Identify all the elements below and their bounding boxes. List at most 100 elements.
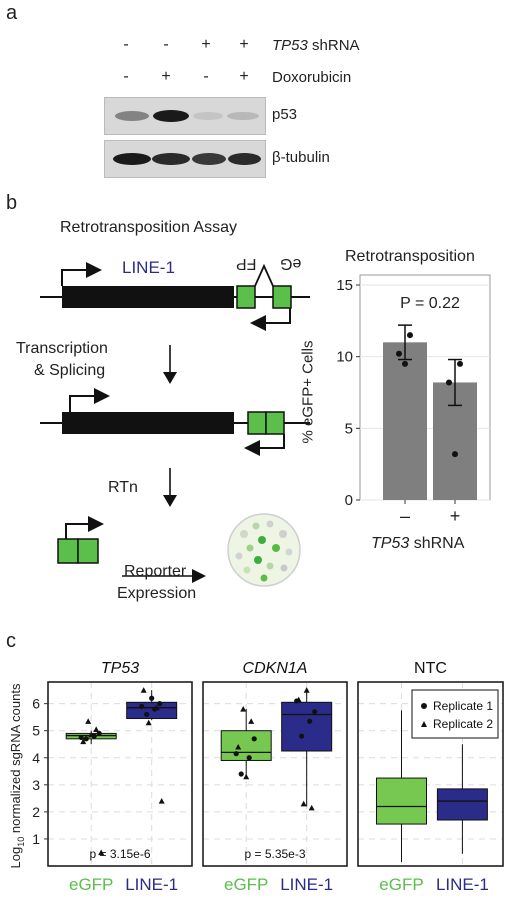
replicate-2-point (240, 706, 247, 712)
y-tick-label: 15 (336, 277, 353, 294)
y-tick-label: 10 (336, 349, 353, 366)
bar-xlabel-gene: TP53 (371, 535, 410, 552)
arrowhead (163, 495, 177, 507)
tubulin-blot (104, 140, 266, 178)
doxorubicin-label: Doxorubicin (272, 69, 352, 86)
facet-title: CDKN1A (243, 660, 308, 677)
legend-box (411, 689, 499, 739)
replicate-1-point (299, 733, 305, 739)
y-tick-label: 6 (32, 696, 40, 712)
replicate-2-point (158, 798, 165, 804)
box (220, 730, 272, 761)
y-tick-label: 0 (345, 492, 353, 509)
row1-signs: - - + + (114, 36, 254, 56)
line1-label: LINE-1 (122, 258, 175, 277)
replicate-2-point (88, 731, 95, 738)
replicate-1-point (78, 734, 84, 741)
gfp-promoter-arrow (258, 434, 285, 449)
bar-chart-title: Retrotransposition (345, 248, 475, 265)
reporter-gene (77, 538, 99, 564)
replicate-2-point (93, 726, 100, 732)
box (281, 701, 333, 752)
legend-replicate-2-marker (421, 721, 427, 727)
arrowhead (94, 388, 110, 404)
y-tick-label: 3 (32, 777, 40, 793)
x-category-label: LINE-1 (280, 875, 333, 894)
gfp-promoter-arrow (264, 308, 291, 324)
assay-title: Retrotransposition Assay (60, 219, 237, 236)
p-value: p = 5.35e-3 (244, 847, 305, 861)
replicate-1-point (233, 751, 239, 757)
line1-element (62, 412, 234, 434)
panel-b-letter: b (6, 192, 18, 214)
blot-band (228, 153, 261, 165)
row2-signs: - + - + (114, 68, 254, 88)
row1-label: TP53 shRNA (272, 37, 360, 54)
replicate-1-point (251, 736, 257, 742)
promoter-arrow (65, 523, 90, 539)
x-category-label: eGFP (379, 875, 423, 894)
data-point (452, 451, 458, 458)
legend-replicate-1-marker (421, 703, 427, 709)
panel-a-letter: a (6, 2, 18, 24)
row2-sign: - (203, 68, 209, 85)
replicate-1-point (144, 711, 150, 718)
arrowhead (163, 372, 177, 384)
replicate-2-point (80, 738, 87, 745)
replicate-2-point (85, 718, 92, 724)
x-tick-label: + (450, 506, 461, 526)
replicate-1-point (312, 709, 318, 715)
x-category-label: eGFP (69, 875, 113, 894)
x-category-label: LINE-1 (125, 875, 178, 894)
replicate-2-point (300, 800, 307, 807)
replicate-1-point (149, 695, 155, 701)
cells (235, 520, 293, 582)
blot-band (115, 111, 149, 121)
box (436, 788, 488, 821)
row1-sign: + (201, 36, 211, 53)
splicing-label: & Splicing (34, 362, 106, 379)
arrowhead (244, 440, 260, 456)
gfp-exon (236, 285, 256, 309)
legend-replicate-2-label: Replicate 2 (433, 717, 493, 731)
y-tick-label: 1 (32, 831, 40, 847)
gfp-exon (265, 411, 285, 435)
data-point (457, 360, 463, 367)
bar-chart-xlabel: TP53 shRNA (371, 535, 464, 553)
arrowhead (250, 315, 266, 331)
rtn-label: RTn (108, 479, 138, 496)
replicate-2-point (235, 743, 242, 750)
facet-border (357, 681, 504, 867)
blot-band (152, 153, 190, 165)
shrna-label: shRNA (307, 37, 360, 54)
reporter-gene (57, 538, 79, 564)
arrowhead (192, 569, 206, 583)
bar-xlabel-rest: shRNA (409, 535, 465, 552)
replicate-2-point (243, 773, 250, 780)
facet-title: NTC (414, 660, 447, 677)
replicate-2-point (303, 687, 310, 693)
x-category-label: eGFP (224, 875, 268, 894)
facet-border (47, 681, 193, 867)
p53-blot (104, 97, 266, 135)
replicate-1-point (246, 755, 252, 761)
row1-sign: + (239, 36, 249, 53)
blot-band (113, 153, 151, 165)
reporter-label: Reporter (124, 563, 187, 580)
bar-chart-ylabel: % eGFP+ Cells (299, 340, 317, 444)
p-value-annotation: P = 0.22 (400, 295, 460, 312)
blot-band (192, 153, 226, 165)
blot-band (193, 112, 223, 120)
line1-element (62, 286, 234, 308)
blot-band (227, 112, 259, 120)
replicate-2-point (145, 719, 152, 726)
replicate-1-point (157, 701, 163, 707)
expression-label: Expression (117, 585, 197, 602)
row1-sign: - (163, 36, 169, 53)
gfp-exon (247, 411, 267, 435)
p-value: p = 3.15e-6 (89, 847, 150, 861)
arrowhead (88, 516, 104, 532)
box (126, 701, 178, 720)
